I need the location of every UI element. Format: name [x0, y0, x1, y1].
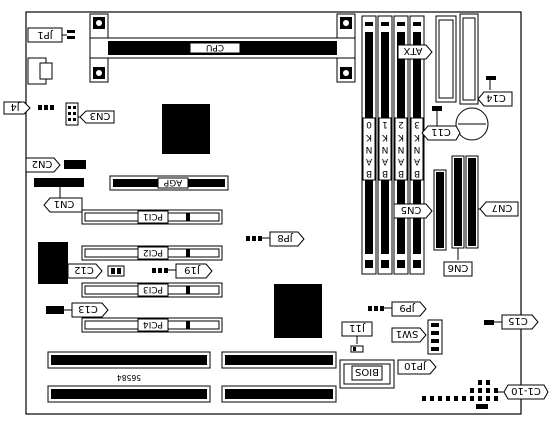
jp9-jumper: JP9	[368, 301, 427, 317]
c11-label: C11	[431, 126, 451, 137]
cn7-connector: CN7	[478, 201, 519, 217]
jp8-jumper: JP8	[246, 231, 305, 247]
pci1-label: PCI1	[143, 211, 163, 221]
bank2-k: K	[397, 132, 404, 142]
c11-capacitor: C11	[421, 106, 461, 141]
agp-label: AGP	[163, 177, 182, 187]
pci3-label: PCI3	[143, 284, 163, 294]
bank1-a: A	[381, 156, 388, 166]
left-port-connector	[27, 57, 53, 85]
bank1-num: 1	[382, 119, 388, 129]
bank1-k: K	[381, 132, 388, 142]
c14-label: C14	[486, 92, 506, 103]
bank2-a: A	[397, 156, 404, 166]
jp1-label: JP1	[37, 29, 53, 40]
j19-label: J19	[184, 264, 201, 275]
bank3-a: A	[413, 156, 420, 166]
cn1-connector: CN1	[34, 178, 84, 213]
bank2-b: B	[398, 168, 404, 178]
bank0-a: A	[365, 156, 372, 166]
atx-power-connector	[435, 13, 479, 105]
j4-label: J4	[10, 101, 20, 112]
cn7-label: CN7	[492, 202, 513, 213]
super-io-chip	[274, 284, 322, 338]
bank0-num: 0	[366, 119, 372, 129]
atx-connector-label: ATX	[397, 44, 433, 60]
bank2-num: 2	[398, 119, 404, 129]
agp-slot: AGP	[109, 175, 229, 191]
cn2-connector: CN2	[25, 157, 86, 173]
c13-label: C13	[78, 303, 98, 314]
sw1-switch: SW1	[391, 319, 443, 355]
cn3-connector: CN3	[65, 102, 115, 126]
cn6-label: CN6	[448, 262, 469, 273]
ide-connectors	[433, 155, 479, 251]
bank1-n: N	[382, 144, 389, 154]
cn5-connector: CN5	[393, 203, 433, 219]
jp10-label: JP10	[404, 360, 427, 371]
front-panel-header	[422, 380, 498, 409]
bank0-b: B	[366, 168, 372, 178]
j11-label: J11	[349, 322, 366, 333]
jp10-jumper: JP10	[397, 359, 437, 375]
pci2-slot: PCI2	[81, 245, 223, 261]
pci3-slot: PCI3	[81, 282, 223, 298]
jp8-label: JP8	[277, 232, 293, 243]
cpu-label: CPU	[206, 42, 224, 52]
north-bridge-chip	[162, 104, 210, 154]
c14-capacitor: C14	[477, 76, 513, 107]
pci4-label: PCI4	[143, 319, 163, 329]
j19-jumper: J19	[152, 263, 213, 279]
pci1-slot: PCI1	[81, 209, 223, 225]
c1-10-label-group: C1-10	[498, 384, 549, 400]
bank-labels: 0 K N A B 1 K N A B 2 K N A B 3 K N A B	[362, 117, 424, 181]
cpu-slot: CPU	[89, 13, 356, 83]
pci4-slot: PCI4	[81, 317, 223, 333]
jp1-jumper: JP1	[27, 27, 75, 43]
j4-connector: J4	[3, 101, 54, 115]
c1-10-label: C1-10	[511, 385, 541, 396]
c15-label: C15	[508, 315, 528, 326]
pci2-label: PCI2	[143, 247, 163, 257]
bank3-num: 3	[414, 119, 420, 129]
sw1-label: SW1	[396, 328, 419, 339]
c12-capacitor: C12	[67, 263, 125, 279]
atx-label: ATX	[403, 45, 422, 56]
bios-chip: BIOS	[339, 359, 395, 389]
bank3-b: B	[414, 168, 420, 178]
cn6-connector: CN6	[443, 248, 473, 277]
isa-slots: 56584	[47, 351, 337, 403]
bank0-n: N	[366, 144, 373, 154]
bank2-n: N	[398, 144, 405, 154]
c12-label: C12	[74, 264, 94, 275]
bank3-k: K	[413, 132, 420, 142]
cn5-label: CN5	[401, 204, 422, 215]
jp9-label: JP9	[399, 302, 415, 313]
j11-jumper: J11	[341, 321, 373, 353]
board-id-text: 56584	[117, 373, 141, 382]
c15-capacitor: C15	[484, 314, 539, 330]
c13-capacitor: C13	[46, 302, 109, 318]
bank0-k: K	[365, 132, 372, 142]
bank1-b: B	[382, 168, 388, 178]
cn1-label: CN1	[54, 198, 75, 209]
bios-label: BIOS	[355, 366, 379, 377]
bank3-n: N	[414, 144, 421, 154]
cn2-label: CN2	[32, 158, 53, 169]
south-bridge-chip	[38, 242, 68, 284]
cn3-label: CN3	[90, 110, 111, 121]
